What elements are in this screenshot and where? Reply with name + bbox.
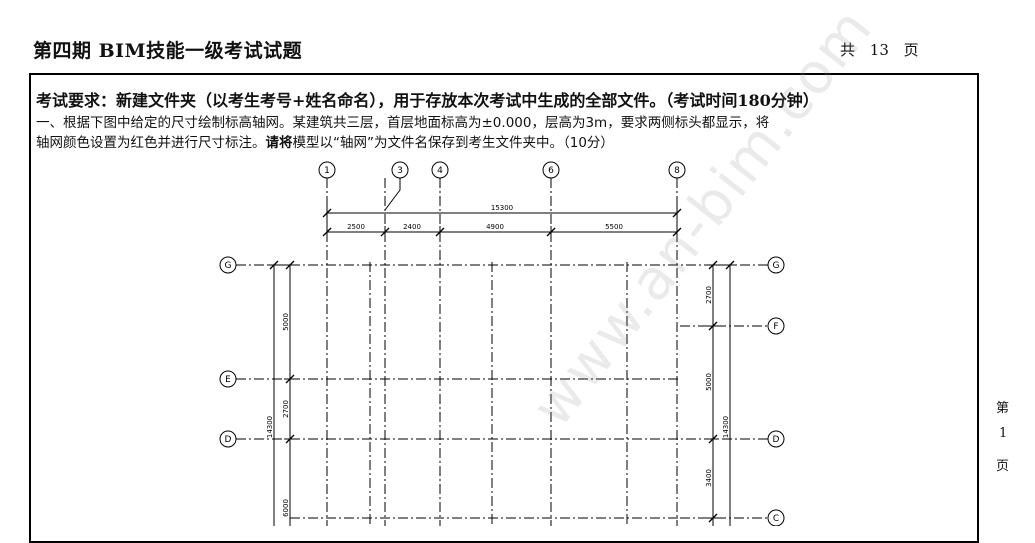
axis-label-right-d: D (773, 435, 780, 445)
dim-right-14300: 14300 (722, 416, 730, 438)
dim-left-6000: 6000 (282, 499, 290, 517)
exam-requirement: 考试要求：新建文件夹（以考生考号+姓名命名），用于存放本次考试中生成的全部文件。… (36, 91, 819, 110)
axis-label-left-e: E (225, 375, 231, 385)
dim-left-2700: 2700 (282, 400, 290, 418)
dim-top-span-4: 5500 (605, 223, 623, 231)
q1-line2-c: 模型以“轴网”为文件名保存到考生文件夹中。（10分） (292, 135, 614, 151)
pages-prefix: 共 (840, 41, 856, 59)
axis-label-right-c: C (773, 514, 779, 524)
pages-total: 13 (869, 41, 889, 59)
axis-label-left-g: G (225, 261, 232, 271)
axis-label-right-f: F (773, 322, 778, 332)
total-pages: 共 13 页 (840, 39, 919, 60)
axis-label-3: 3 (397, 166, 403, 176)
dim-top-total: 15300 (491, 204, 513, 212)
question-1-line1: 一、根据下图中给定的尺寸绘制标高轴网。某建筑共三层，首层地面标高为±0.000，… (36, 115, 770, 131)
side-page-char-1: 第 (996, 401, 1010, 416)
dim-right-2700: 2700 (705, 286, 713, 304)
axis-label-left-d: D (225, 435, 232, 445)
q1-line2-bold: 请将 (265, 135, 293, 151)
dim-left-5000: 5000 (282, 313, 290, 331)
dim-top-span-2: 2400 (403, 223, 421, 231)
axis-label-4: 4 (437, 166, 443, 176)
question-1: 一、根据下图中给定的尺寸绘制标高轴网。某建筑共三层，首层地面标高为±0.000，… (36, 113, 769, 153)
exam-title: 第四期 BIM技能一级考试试题 (33, 40, 303, 62)
question-1-line2: 轴网颜色设置为红色并进行尺寸标注。请将模型以“轴网”为文件名保存到考生文件夹中。… (36, 133, 769, 153)
axis-label-6: 6 (548, 166, 554, 176)
side-page-char-3: 页 (996, 459, 1010, 474)
dim-top-span-3: 4900 (486, 223, 504, 231)
axis-label-8: 8 (674, 166, 680, 176)
axis-grid-drawing: 1 3 4 6 8 G E D G F D C 15300 2500 2400 … (219, 161, 785, 526)
q1-line2-a: 轴网颜色设置为红色并进行尺寸标注。 (36, 135, 266, 151)
axis-label-1: 1 (324, 166, 330, 176)
dim-top-span-1: 2500 (347, 223, 365, 231)
dim-right-3400: 3400 (705, 469, 713, 487)
pages-suffix: 页 (903, 41, 919, 59)
axis-label-right-g: G (773, 261, 780, 271)
dim-right-5000: 5000 (705, 373, 713, 391)
side-page-number: 1 (999, 426, 1008, 441)
dim-left-14300: 14300 (266, 416, 274, 438)
